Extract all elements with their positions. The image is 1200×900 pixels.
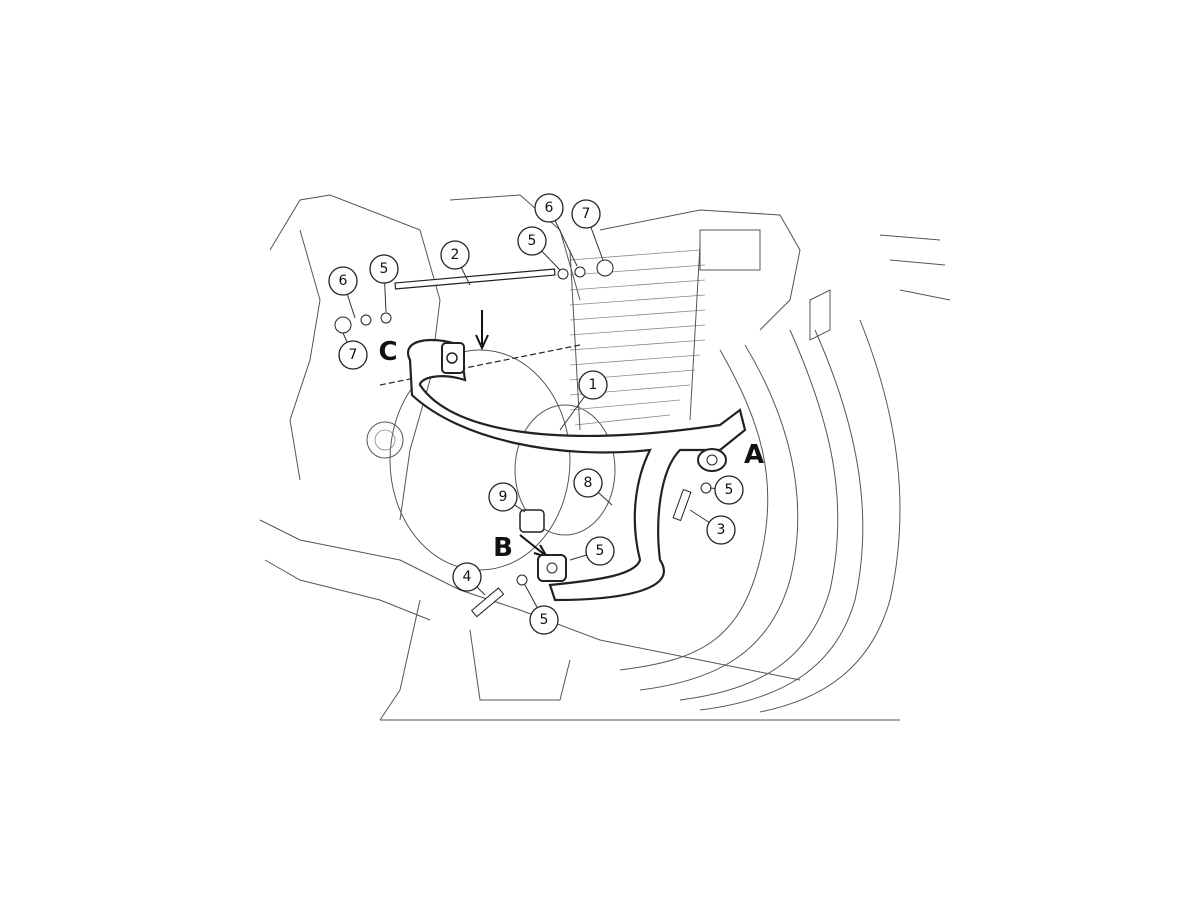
nut-7 bbox=[334, 316, 352, 334]
callout-circle bbox=[369, 254, 399, 284]
callout-part-9: 9 bbox=[488, 482, 526, 513]
callout-number: 5 bbox=[380, 261, 389, 277]
arrow-c-icon bbox=[475, 310, 489, 351]
bolt-3 bbox=[672, 488, 692, 522]
callout-part-7: 7 bbox=[338, 332, 368, 370]
callout-circle bbox=[529, 605, 559, 635]
mount-point-a-label: A bbox=[744, 440, 764, 470]
callout-number: 9 bbox=[499, 489, 508, 505]
spacer-9 bbox=[519, 509, 545, 533]
callout-number: 7 bbox=[582, 206, 591, 222]
callout-circle bbox=[585, 536, 615, 566]
callout-part-5: 5 bbox=[524, 584, 559, 635]
callout-number: 1 bbox=[589, 377, 598, 393]
callout-number: 6 bbox=[545, 200, 554, 216]
callout-circle bbox=[452, 562, 482, 592]
callout-part-6: 6 bbox=[328, 266, 358, 319]
callout-circle bbox=[714, 475, 744, 505]
callout-part-4: 4 bbox=[452, 562, 486, 596]
callout-part-8: 8 bbox=[573, 468, 613, 506]
callout-number: 3 bbox=[717, 522, 726, 538]
callout-circle bbox=[534, 193, 564, 223]
callout-part-6: 6 bbox=[534, 193, 578, 267]
crash-bar-1 bbox=[407, 338, 747, 602]
callout-circle bbox=[571, 199, 601, 229]
bolt-4 bbox=[470, 587, 505, 618]
callout-circle bbox=[573, 468, 603, 498]
callout-part-5: 5 bbox=[517, 226, 561, 271]
callout-number: 5 bbox=[540, 612, 549, 628]
mount-point-b-label: B bbox=[493, 533, 513, 563]
callout-circle bbox=[578, 370, 608, 400]
callout-circle bbox=[488, 482, 518, 512]
callout-circle bbox=[338, 340, 368, 370]
callout-part-3: 3 bbox=[689, 509, 736, 545]
callout-circle bbox=[517, 226, 547, 256]
callout-circle bbox=[328, 266, 358, 296]
callout-number: 2 bbox=[451, 247, 460, 263]
callout-number: 6 bbox=[339, 273, 348, 289]
callout-circle bbox=[440, 240, 470, 270]
callout-number: 4 bbox=[463, 569, 472, 585]
callout-part-5: 5 bbox=[369, 254, 399, 313]
callout-part-5: 5 bbox=[709, 475, 744, 505]
callout-part-1: 1 bbox=[559, 370, 608, 431]
long-bolt-2 bbox=[394, 268, 556, 290]
callout-number: 5 bbox=[528, 233, 537, 249]
callout-part-2: 2 bbox=[440, 240, 471, 286]
mount-point-c-label: C bbox=[378, 337, 397, 367]
engine-cylinder-fins bbox=[569, 209, 801, 431]
callout-number: 5 bbox=[725, 482, 734, 498]
callout-number: 7 bbox=[349, 347, 358, 363]
exhaust-pipes bbox=[619, 234, 951, 713]
motorcycle-frame-sketch bbox=[259, 194, 951, 721]
callout-part-7: 7 bbox=[571, 199, 604, 261]
callout-circle bbox=[706, 515, 736, 545]
callout-part-5: 5 bbox=[569, 536, 615, 566]
callout-number: 8 bbox=[584, 475, 593, 491]
callout-number: 5 bbox=[596, 543, 605, 559]
